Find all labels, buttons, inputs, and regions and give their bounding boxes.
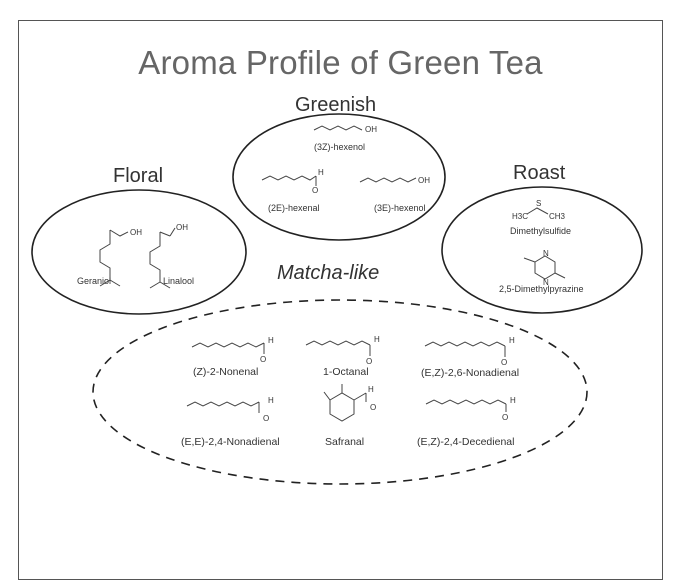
label-ee24-nonadienal: (E,E)-2,4-Nonadienal xyxy=(181,436,280,448)
structure-z2-nonenal xyxy=(191,342,265,348)
atom-h-z2: H xyxy=(268,336,274,345)
atom-n-bottom: N xyxy=(543,278,549,287)
label-linalool: Linalool xyxy=(163,276,195,286)
label-2e-hexenal: (2E)-hexenal xyxy=(268,203,320,213)
atom-h-octanal: H xyxy=(374,335,380,344)
atom-o-safranal: O xyxy=(370,403,376,412)
atom-oh-3z: OH xyxy=(365,125,377,134)
diagram-page: Aroma Profile of Green Tea Greenish Flor… xyxy=(18,20,663,580)
atom-o-2e: O xyxy=(312,186,318,195)
atom-o-z2: O xyxy=(260,355,266,364)
atom-h-2e: H xyxy=(318,168,324,177)
structure-dimethylsulfide xyxy=(526,207,549,215)
label-z2-nonenal: (Z)-2-Nonenal xyxy=(193,366,259,378)
atom-h-safranal: H xyxy=(368,385,374,394)
atom-s: S xyxy=(536,199,541,208)
atom-o-ez26: O xyxy=(501,358,507,367)
structure-safranal xyxy=(329,392,355,422)
label-ez24-decedienal: (E,Z)-2,4-Decedienal xyxy=(417,436,515,448)
ellipse-floral xyxy=(31,189,247,315)
atom-h-ez26: H xyxy=(509,336,515,345)
structure-2e-hexenal xyxy=(261,175,317,181)
structure-ez26-nonadienal xyxy=(424,341,506,347)
atom-h3c: H3C xyxy=(512,212,528,221)
label-geraniol: Geraniol xyxy=(77,276,112,286)
group-label-roast: Roast xyxy=(513,162,566,184)
structure-linalool xyxy=(149,232,161,282)
structure-1-octanal xyxy=(305,340,371,346)
label-safranal: Safranal xyxy=(325,436,365,448)
label-3e-hexenol: (3E)-hexenol xyxy=(374,203,426,213)
group-label-floral: Floral xyxy=(113,165,164,187)
structure-3e-hexenol xyxy=(359,177,417,183)
label-dimethylpyrazine: 2,5-Dimethylpyrazine xyxy=(499,284,584,294)
atom-oh-linalool: OH xyxy=(176,223,188,232)
group-label-matcha: Matcha-like xyxy=(277,262,380,284)
atom-ch3: CH3 xyxy=(549,212,566,221)
structure-ez24-decedienal xyxy=(425,399,507,405)
structure-ee24-nonadienal xyxy=(186,401,260,407)
atom-n-top: N xyxy=(543,249,549,258)
structure-drawing: OH O H OH OH OH H3C S CH3 N N O H O H O … xyxy=(31,113,643,485)
structure-dimethylpyrazine xyxy=(534,255,556,280)
atom-h-ee24: H xyxy=(268,396,274,405)
label-dimethylsulfide: Dimethylsulfide xyxy=(510,226,572,236)
label-1-octanal: 1-Octanal xyxy=(323,366,369,378)
atom-o-ee24: O xyxy=(263,414,269,423)
ellipse-matcha xyxy=(92,299,588,485)
structure-3z-hexenol xyxy=(313,125,363,131)
atom-oh-geraniol: OH xyxy=(130,228,142,237)
atom-h-ez24: H xyxy=(510,396,516,405)
atom-oh-3e: OH xyxy=(418,176,430,185)
group-label-greenish: Greenish xyxy=(295,94,377,116)
atom-o-ez24: O xyxy=(502,413,508,422)
diagram-title: Aroma Profile of Green Tea xyxy=(138,44,543,81)
ellipse-greenish xyxy=(232,113,446,241)
label-ez26-nonadienal: (E,Z)-2,6-Nonadienal xyxy=(421,367,520,379)
atom-o-octanal: O xyxy=(366,357,372,366)
label-3z-hexenol: (3Z)-hexenol xyxy=(314,142,366,152)
ellipse-roast xyxy=(441,186,643,314)
